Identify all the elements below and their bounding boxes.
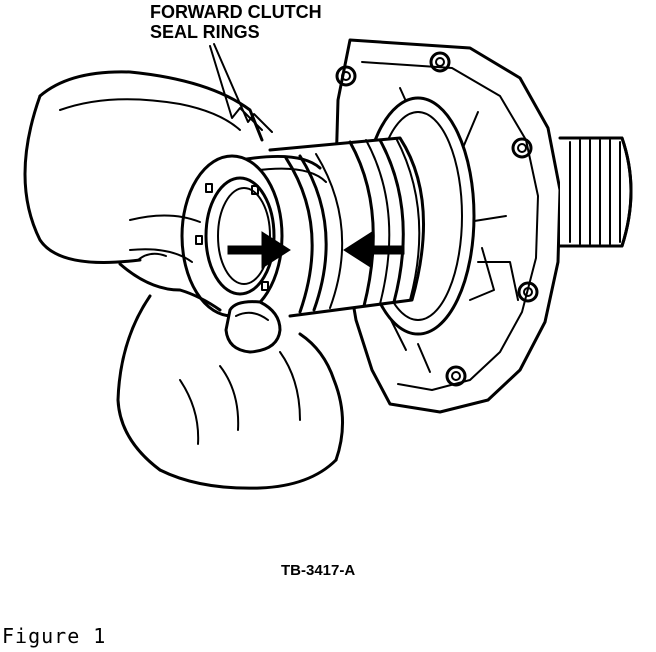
callout-leader-lines [209,43,273,133]
seal-ring-arrow-icon [227,231,405,269]
splined-shaft [558,136,633,248]
figure-caption: Figure 1 [2,624,107,648]
hand-illustration [23,70,344,490]
clutch-cylinder [238,136,426,318]
callout-label-line2: SEAL RINGS [150,22,260,42]
callout-label-line1: FORWARD CLUTCH [150,2,322,22]
figure-code: TB-3417-A [281,562,356,579]
